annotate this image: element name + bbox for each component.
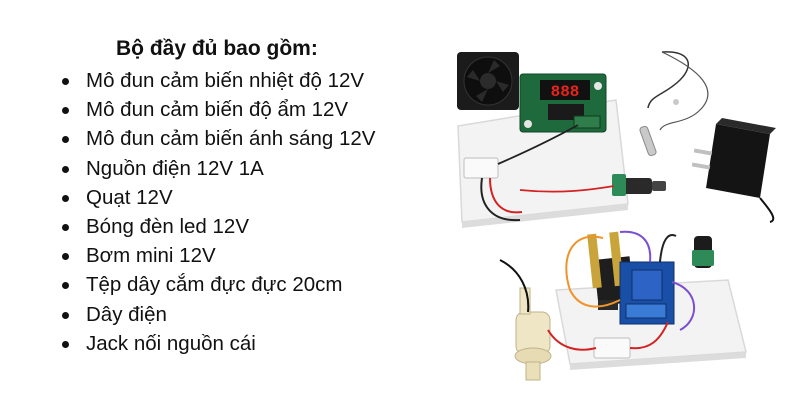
- dc-jack-icon: [612, 174, 666, 196]
- bullet-icon: [62, 165, 69, 173]
- mini-pump-icon: [514, 287, 552, 381]
- terminal-block: [463, 157, 499, 179]
- list-item: Bơm mini 12V: [0, 241, 375, 270]
- list-item-label: Tệp dây cắm đực đực 20cm: [86, 273, 343, 297]
- list-item: Mô đun cảm biến độ ẩm 12V: [0, 95, 375, 124]
- bottom-base-board-edge: [570, 352, 746, 370]
- list-item-label: Mô đun cảm biến độ ẩm 12V: [86, 98, 349, 122]
- list-item: Tệp dây cắm đực đực 20cm: [0, 270, 375, 299]
- bullet-icon: [62, 223, 69, 231]
- list-item: Nguồn điện 12V 1A: [0, 154, 375, 183]
- bullet-icon: [62, 253, 69, 261]
- fan-icon: [457, 52, 519, 110]
- product-photo: 888: [457, 51, 776, 381]
- bullet-icon: [62, 311, 69, 319]
- wire-red: [489, 177, 523, 214]
- bullet-icon: [62, 340, 69, 348]
- wire-purple: [619, 230, 652, 263]
- bullet-icon: [62, 78, 69, 85]
- wire-red-4: [629, 321, 669, 350]
- list-item-label: Jack nối nguồn cái: [86, 331, 256, 355]
- dc-jack-lower-icon: [692, 236, 714, 268]
- list-item: Mô đun cảm biến ánh sáng 12V: [0, 124, 375, 153]
- list-item-label: Nguồn điện 12V 1A: [86, 156, 264, 180]
- terminal-block-lower: [593, 337, 631, 359]
- top-base-board-edge: [462, 204, 628, 228]
- power-adapter-icon: [691, 118, 776, 223]
- relay-module: [619, 261, 675, 325]
- list-item: Bóng đèn led 12V: [0, 212, 375, 241]
- temperature-probe-icon: [639, 51, 709, 157]
- list-item-label: Bóng đèn led 12V: [86, 214, 249, 238]
- list-item-label: Quạt 12V: [86, 185, 173, 209]
- list-item: Mô đun cảm biến nhiệt độ 12V: [0, 66, 375, 95]
- wire-orange: [565, 235, 621, 308]
- list-item-label: Mô đun cảm biến nhiệt độ 12V: [86, 69, 365, 92]
- wire-red-3: [547, 329, 597, 351]
- bullet-icon: [62, 282, 69, 290]
- thermostat-module: 888: [519, 73, 607, 133]
- list-item-label: Bơm mini 12V: [86, 244, 216, 268]
- wire-red-2: [519, 185, 615, 193]
- wire-black-2: [497, 124, 579, 165]
- kit-item-list: Mô đun cảm biến nhiệt độ 12V Mô đun cảm …: [0, 66, 375, 358]
- wire-black-4: [499, 259, 530, 313]
- wire-black-3: [659, 234, 677, 263]
- wire-purple-2: [671, 281, 695, 331]
- kit-heading: Bộ đầy đủ bao gồm:: [116, 37, 318, 60]
- bullet-icon: [62, 136, 69, 144]
- list-item: Jack nối nguồn cái: [0, 329, 375, 358]
- bullet-icon: [62, 107, 69, 115]
- list-item-label: Mô đun cảm biến ánh sáng 12V: [86, 127, 376, 151]
- led-display: 888: [551, 83, 580, 101]
- kit-contents-panel: Bộ đầy đủ bao gồm: Mô đun cảm biến nhiệt…: [0, 37, 375, 358]
- list-item: Dây điện: [0, 300, 375, 329]
- list-item-label: Dây điện: [86, 302, 167, 326]
- list-item: Quạt 12V: [0, 183, 375, 212]
- bullet-icon: [62, 194, 69, 202]
- wire-black: [480, 177, 521, 222]
